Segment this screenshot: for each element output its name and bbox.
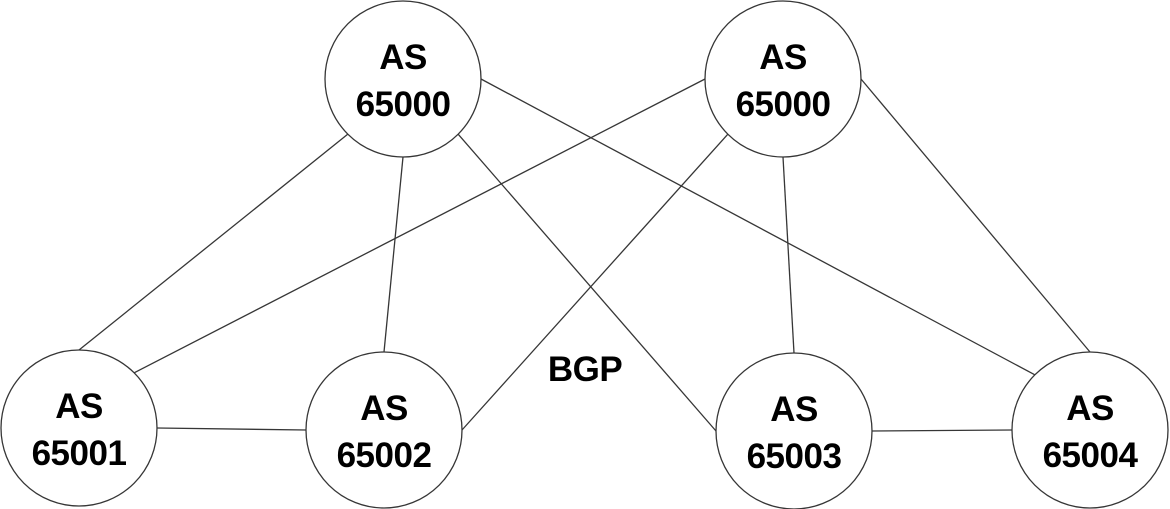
as-node-label-line2: 65000 [356,85,451,124]
as-node-label-line2: 65000 [736,85,831,124]
as-node-label: AS 65000 [736,38,831,124]
as-node-circle [715,352,873,509]
as-node-label-line2: 65001 [32,434,127,473]
as-node-label: AS 65000 [356,38,451,124]
as-node-as65004: AS 65004 [1011,351,1169,509]
as-node-label: AS 65001 [32,387,127,473]
bgp-protocol-label: BGP [547,350,623,389]
as-node-label-line2: 65002 [337,436,432,475]
as-node-circle [305,351,463,509]
link-as65000-left-as65001 [78,133,349,351]
as-node-circle [704,0,862,158]
link-as65000-right-as65004 [860,78,1091,353]
as-node-as65002: AS 65002 [305,351,463,509]
as-node-label-line1: AS [759,38,807,77]
as-node-as65001: AS 65001 [0,349,158,507]
as-node-label-line1: AS [379,38,427,77]
as-node-label: AS 65002 [337,389,432,475]
as-node-circle [324,0,482,158]
link-as65000-right-as65002 [461,133,729,431]
as-node-label-line1: AS [1066,389,1114,428]
as-node-label: AS 65003 [747,390,842,476]
as-node-circle [0,349,158,507]
edges-layer [78,78,1091,432]
link-as65003-as65004 [871,429,1013,432]
as-node-label-line2: 65004 [1043,436,1139,475]
as-node-label-line1: AS [770,390,818,429]
as-node-label-line1: AS [55,387,103,426]
as-node-circle [1011,351,1169,509]
link-as65001-as65002 [156,427,307,431]
as-node-label-line2: 65003 [747,437,842,476]
link-as65000-right-as65001 [133,78,706,374]
as-node-as65000-left: AS 65000 [324,0,482,158]
as-node-as65003: AS 65003 [715,352,873,509]
link-as65000-left-as65004 [480,78,1036,376]
link-as65000-right-as65003 [782,156,795,354]
as-node-label: AS 65004 [1043,389,1139,475]
link-as65000-left-as65002 [383,156,404,353]
as-node-as65000-right: AS 65000 [704,0,862,158]
as-node-label-line1: AS [360,389,408,428]
